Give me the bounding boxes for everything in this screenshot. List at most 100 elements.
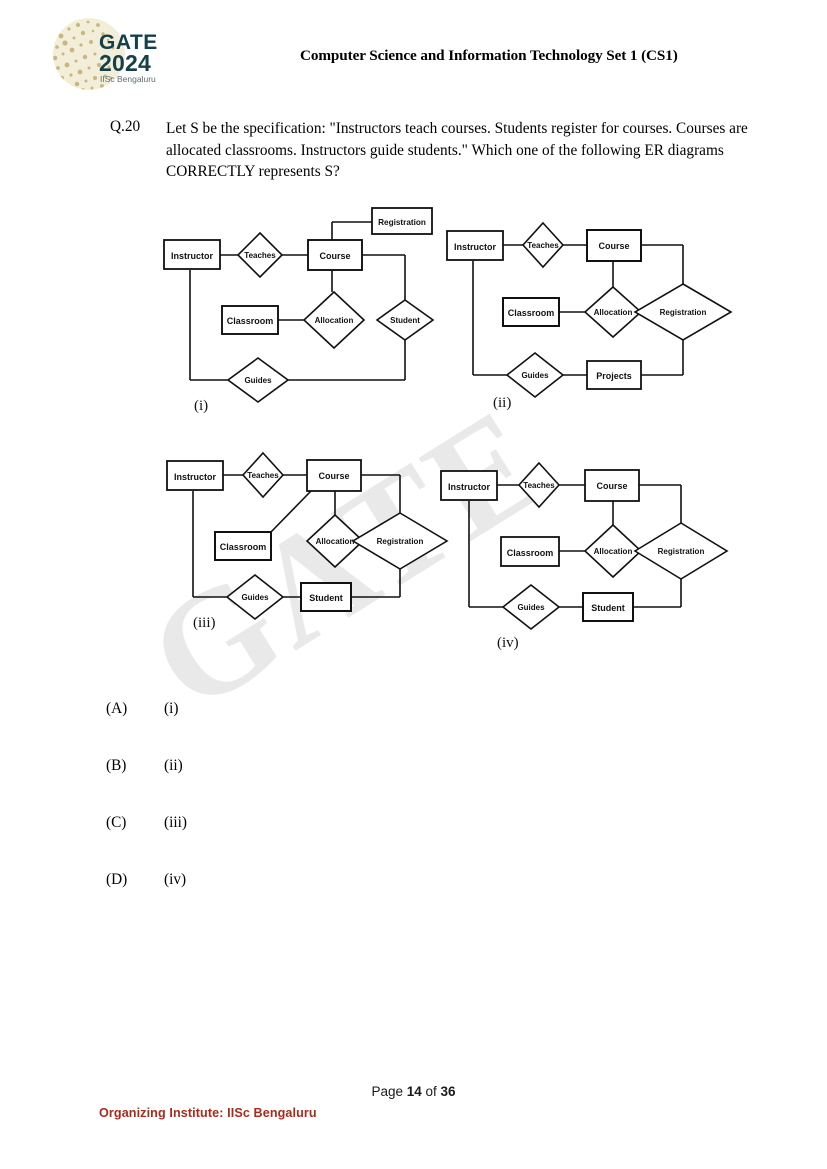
option-b[interactable]: (B) (ii) xyxy=(0,757,827,814)
option-a[interactable]: (A) (i) xyxy=(0,700,827,757)
entity-course-label: Course xyxy=(596,481,627,491)
option-c-key: (C) xyxy=(106,814,127,831)
diagram-iii-nodes: Instructor Teaches Course Classroom Allo… xyxy=(166,451,449,621)
relationship-guides-label: Guides xyxy=(521,371,549,380)
entity-student-label: Student xyxy=(309,593,343,603)
page-number: Page 14 of 36 xyxy=(0,1084,827,1099)
diagram-i-nodes: Instructor Teaches Course Registration C… xyxy=(163,207,435,403)
relationship-guides-label: Guides xyxy=(517,603,545,612)
option-a-value: (i) xyxy=(164,700,179,717)
er-diagram-area: Instructor Teaches Course Registration C… xyxy=(0,195,827,685)
er-diagram-i: Instructor Teaches Course Registration C… xyxy=(150,200,440,415)
entity-course xyxy=(584,469,640,502)
relationship-teaches-label: Teaches xyxy=(247,471,279,480)
entity-classroom xyxy=(221,305,279,335)
entity-classroom xyxy=(214,531,272,561)
entity-classroom xyxy=(500,536,560,567)
page-number-total: 36 xyxy=(440,1084,456,1099)
entity-instructor xyxy=(163,239,221,270)
entity-course-label: Course xyxy=(319,251,350,261)
diagram-ii-connectors xyxy=(472,244,684,376)
relationship-teaches xyxy=(517,461,561,509)
relationship-registration-label: Registration xyxy=(660,308,707,317)
page-number-prefix: Page xyxy=(371,1084,407,1099)
entity-registration-label: Registration xyxy=(378,218,426,227)
entity-projects-label: Projects xyxy=(596,371,632,381)
entity-registration xyxy=(371,207,433,235)
option-d-value: (iv) xyxy=(164,871,187,888)
relationship-teaches xyxy=(236,231,284,279)
entity-course-label: Course xyxy=(598,241,629,251)
entity-classroom-label: Classroom xyxy=(507,548,554,558)
page-number-middle: of xyxy=(421,1084,441,1099)
entity-instructor xyxy=(166,460,224,491)
relationship-allocation-label: Allocation xyxy=(594,547,633,556)
relationship-guides-label: Guides xyxy=(241,593,269,602)
diagram-ii-nodes: Instructor Teaches Course Classroom Allo… xyxy=(446,221,733,399)
er-diagram-iv: Instructor Teaches Course Classroom Allo… xyxy=(435,457,730,651)
relationship-allocation xyxy=(305,513,365,569)
entity-classroom-label: Classroom xyxy=(227,316,274,326)
logo-gate-text: GATE xyxy=(99,31,158,54)
relationship-teaches-label: Teaches xyxy=(523,481,555,490)
relationship-guides xyxy=(501,583,561,631)
option-c[interactable]: (C) (iii) xyxy=(0,814,827,871)
entity-projects xyxy=(586,360,642,390)
entity-classroom xyxy=(502,297,560,327)
relationship-student-label: Student xyxy=(390,316,420,325)
logo-year-text: 2024 xyxy=(99,50,151,76)
option-b-key: (B) xyxy=(106,757,127,774)
entity-instructor-label: Instructor xyxy=(171,251,214,261)
relationship-student xyxy=(375,299,435,341)
relationship-teaches-label: Teaches xyxy=(244,251,276,260)
entity-course xyxy=(306,459,362,492)
option-a-key: (A) xyxy=(106,700,128,717)
option-d-key: (D) xyxy=(106,871,128,888)
entity-student xyxy=(300,582,352,612)
entity-instructor-label: Instructor xyxy=(454,242,497,252)
diagram-iv-caption: (iv) xyxy=(497,635,519,651)
entity-student xyxy=(582,592,634,622)
diagram-i-connectors xyxy=(189,221,406,381)
logo-graphic: GATE 2024 IISc Bengaluru xyxy=(53,18,158,90)
option-b-value: (ii) xyxy=(164,757,183,774)
entity-course xyxy=(586,229,642,262)
diagram-iv-nodes: Instructor Teaches Course Classroom Allo… xyxy=(440,461,729,631)
relationship-guides xyxy=(226,357,290,403)
relationship-registration xyxy=(633,522,729,580)
er-diagram-ii: Instructor Teaches Course Classroom Allo… xyxy=(435,217,735,411)
option-c-value: (iii) xyxy=(164,814,187,831)
logo-institute-text: IISc Bengaluru xyxy=(100,74,156,84)
relationship-guides xyxy=(225,573,285,621)
relationship-teaches xyxy=(241,451,285,499)
relationship-registration-label: Registration xyxy=(377,537,424,546)
question-text: Let S be the specification: "Instructors… xyxy=(166,120,748,180)
relationship-allocation xyxy=(302,290,366,350)
gate-2024-logo: GATE 2024 IISc Bengaluru xyxy=(47,16,169,92)
relationship-allocation-label: Allocation xyxy=(594,308,633,317)
relationship-registration xyxy=(633,283,733,341)
entity-course-label: Course xyxy=(318,471,349,481)
entity-instructor xyxy=(446,230,504,261)
diagram-iv-connectors xyxy=(468,484,682,608)
logo-sphere-speckles xyxy=(53,20,115,90)
logo-sphere xyxy=(53,18,125,90)
relationship-registration xyxy=(351,512,449,570)
entity-instructor xyxy=(440,470,498,501)
relationship-guides xyxy=(505,351,565,399)
answer-options: (A) (i) (B) (ii) (C) (iii) (D) (iv) xyxy=(0,700,827,928)
entity-instructor-label: Instructor xyxy=(448,482,491,492)
relationship-allocation xyxy=(583,285,643,339)
entity-classroom-label: Classroom xyxy=(508,308,555,318)
relationship-registration-label: Registration xyxy=(658,547,705,556)
entity-classroom-label: Classroom xyxy=(220,542,267,552)
entity-course xyxy=(307,239,363,271)
page-header: GATE 2024 IISc Bengaluru Computer Scienc… xyxy=(0,0,827,100)
option-d[interactable]: (D) (iv) xyxy=(0,871,827,928)
diagram-iii-connectors xyxy=(192,474,401,598)
diagram-i-caption: (i) xyxy=(194,398,209,414)
diagram-ii-caption: (ii) xyxy=(493,395,512,411)
exam-title: Computer Science and Information Technol… xyxy=(300,47,678,64)
relationship-allocation-label: Allocation xyxy=(315,316,354,325)
organizing-institute: Organizing Institute: IISc Bengaluru xyxy=(99,1106,317,1120)
